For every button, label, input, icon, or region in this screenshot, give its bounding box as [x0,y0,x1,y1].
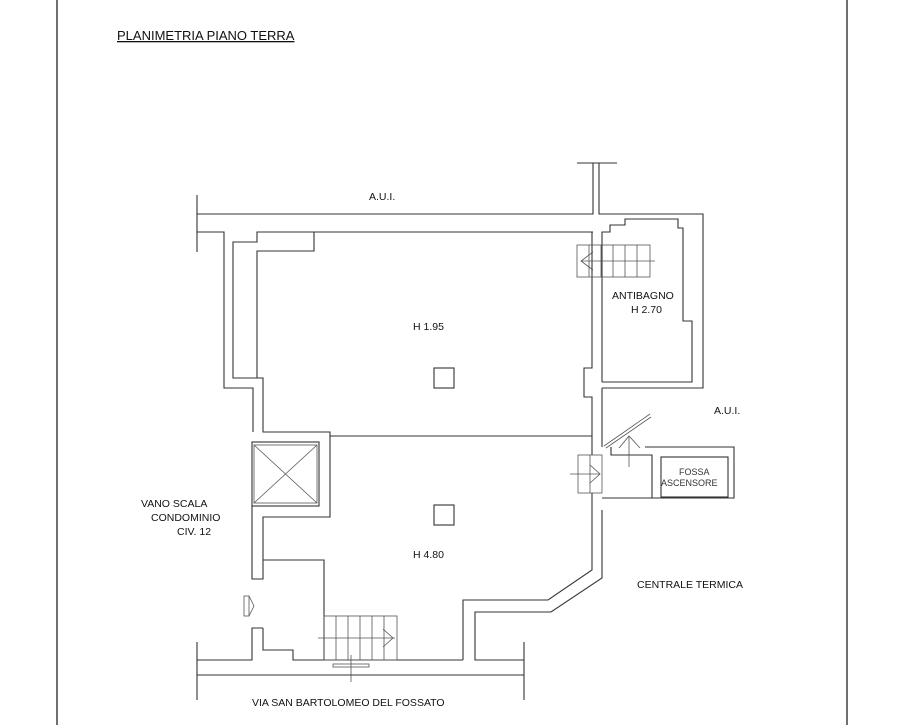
label-aui-top: A.U.I. [369,191,395,203]
label-vano-scala: VANO SCALA [141,498,207,510]
label-aui-right: A.U.I. [714,405,740,417]
label-fossa: FOSSA [679,467,710,477]
label-ascensore: ASCENSORE [661,478,718,488]
label-centrale-termica: CENTRALE TERMICA [637,579,743,591]
plan-title: PLANIMETRIA PIANO TERRA [117,28,295,43]
label-antibagno: ANTIBAGNO [612,290,674,302]
pillar [433,367,455,389]
fossa-ascensore-box [660,456,729,498]
label-antibagno-height: H 2.70 [631,304,662,316]
label-civico: CIV. 12 [177,526,211,538]
label-street: VIA SAN BARTOLOMEO DEL FOSSATO [252,697,445,709]
walls [196,162,735,700]
label-upper-height: H 1.95 [413,321,444,333]
label-lower-height: H 4.80 [413,549,444,561]
pillar [433,504,455,526]
label-condominio: CONDOMINIO [151,512,220,524]
